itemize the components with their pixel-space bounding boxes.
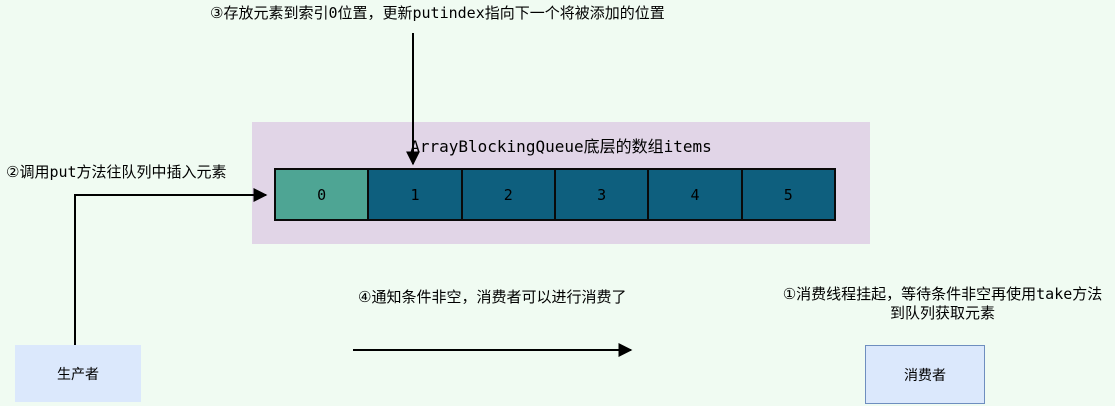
array-cell-0: 0 xyxy=(276,170,368,219)
annotation-step2: ②调用put方法往队列中插入元素 xyxy=(6,163,227,181)
queue-title: ArrayBlockingQueue底层的数组items xyxy=(410,137,712,156)
consumer-box: 消费者 xyxy=(865,345,985,404)
annotation-step1-line2: 到队列获取元素 xyxy=(889,304,995,322)
annotation-step1: ①消费线程挂起，等待条件非空再使用take方法 到队列获取元素 xyxy=(770,285,1115,323)
producer-label: 生产者 xyxy=(57,366,99,383)
annotation-step4: ④通知条件非空，消费者可以进行消费了 xyxy=(358,288,627,306)
annotation-step3: ③存放元素到索引0位置，更新putindex指向下一个将被添加的位置 xyxy=(210,4,665,22)
array-cell-3: 3 xyxy=(553,170,648,219)
put-arrow xyxy=(74,188,268,345)
annotation-step1-line1: ①消费线程挂起，等待条件非空再使用take方法 xyxy=(782,285,1103,303)
array-row: 0 1 2 3 4 5 xyxy=(274,168,836,221)
array-cell-4: 4 xyxy=(647,170,741,219)
array-cell-5: 5 xyxy=(740,170,834,219)
array-cell-1: 1 xyxy=(367,170,461,219)
producer-box: 生产者 xyxy=(15,345,141,402)
consumer-label: 消费者 xyxy=(904,367,946,384)
array-cell-2: 2 xyxy=(460,170,554,219)
queue-container: ArrayBlockingQueue底层的数组items 0 1 2 3 4 5 xyxy=(252,122,870,244)
